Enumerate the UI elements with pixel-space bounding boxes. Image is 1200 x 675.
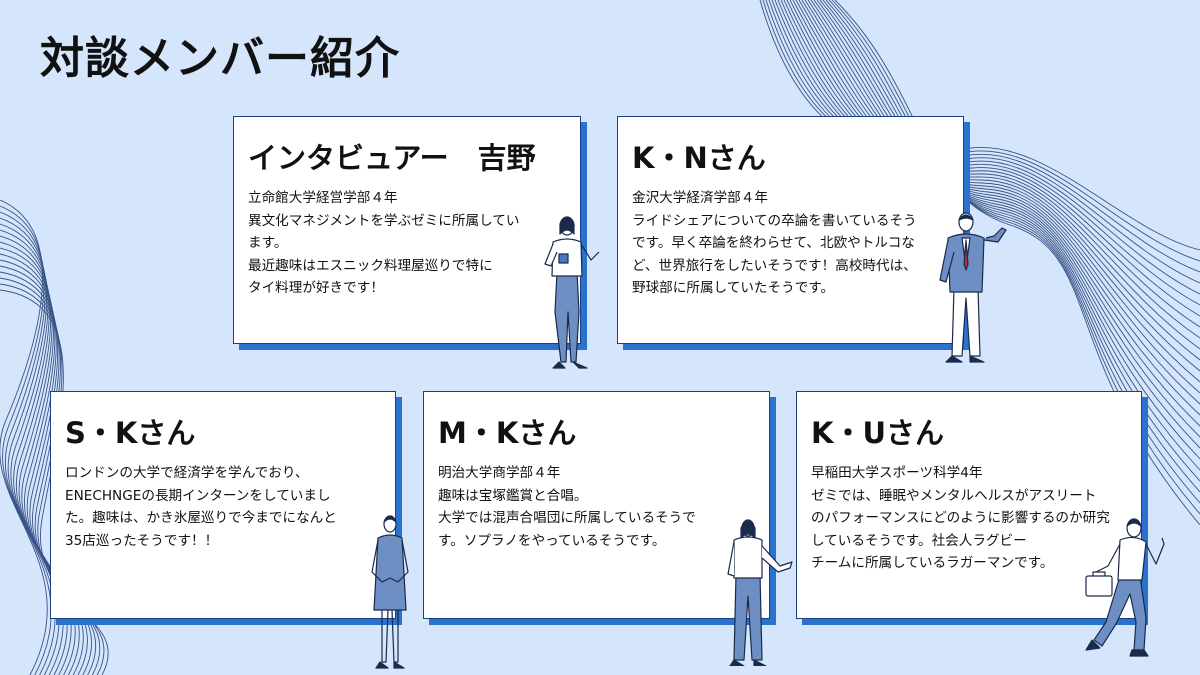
member-name: M・Kさん: [438, 416, 577, 450]
woman-presenting-illustration: [727, 519, 793, 666]
woman-in-dress-illustration: [371, 515, 409, 669]
member-name: インタビュアー 吉野: [248, 141, 536, 175]
member-name: K・Nさん: [632, 141, 766, 175]
member-card-kn: K・Nさん 金沢大学経済学部４年 ライドシェアについての卒論を書いているそう で…: [617, 116, 964, 344]
man-in-suit-illustration: [939, 212, 1007, 363]
man-with-briefcase-illustration: [1085, 518, 1165, 657]
member-description: ロンドンの大学で経済学を学んでおり、 ENECHNGEの長期インターンをしていま…: [65, 465, 337, 549]
member-card-sk: S・Kさん ロンドンの大学で経済学を学んでおり、 ENECHNGEの長期インター…: [50, 391, 396, 619]
page-title: 対談メンバー紹介: [40, 33, 400, 84]
member-name: S・Kさん: [65, 416, 196, 450]
member-card-mk: M・Kさん 明治大学商学部４年 趣味は宝塚鑑賞と合唱。 大学では混声合唱団に所属…: [423, 391, 770, 619]
member-description: 金沢大学経済学部４年 ライドシェアについての卒論を書いているそう です。早く卒論…: [632, 190, 917, 296]
member-description: 早稲田大学スポーツ科学4年 ゼミでは、睡眠やメンタルヘルスがアスリート のパフォ…: [811, 465, 1110, 571]
woman-with-mug-illustration: [544, 216, 600, 369]
member-card-ku: K・Uさん 早稲田大学スポーツ科学4年 ゼミでは、睡眠やメンタルヘルスがアスリー…: [796, 391, 1142, 619]
member-card-yoshino: インタビュアー 吉野 立命館大学経営学部４年 異文化マネジメントを学ぶゼミに所属…: [233, 116, 581, 344]
member-description: 立命館大学経営学部４年 異文化マネジメントを学ぶゼミに所属してい ます。 最近趣…: [248, 190, 520, 296]
member-description: 明治大学商学部４年 趣味は宝塚鑑賞と合唱。 大学では混声合唱団に所属しているそう…: [438, 465, 696, 549]
member-name: K・Uさん: [811, 416, 945, 450]
